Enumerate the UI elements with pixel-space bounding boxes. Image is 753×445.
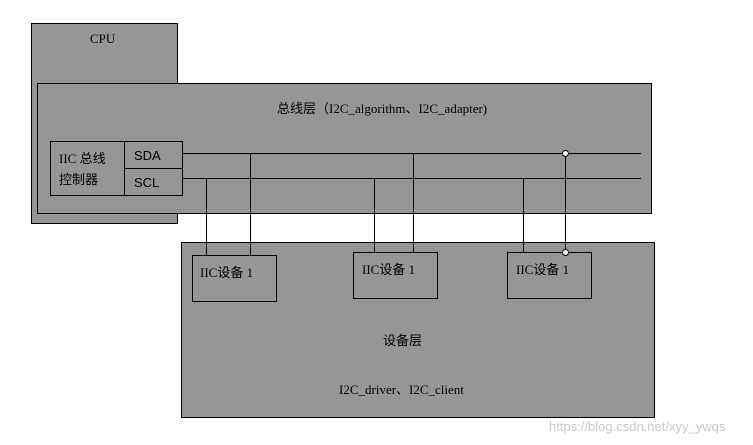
watermark: https://blog.csdn.net/xyy_ywqs <box>549 419 726 434</box>
iic-device-2-label: IIC设备 1 <box>362 262 416 277</box>
device-layer-title: 设备层 <box>383 333 423 348</box>
device-layer-box <box>181 242 655 418</box>
iic-device-2-box <box>353 252 438 299</box>
iic-device-1-box <box>192 255 277 302</box>
bus-layer-label: 总线层（I2C_algorithm、I2C_adapter) <box>277 101 488 116</box>
cpu-label: CPU <box>90 31 116 46</box>
device3-junction-dot <box>562 249 569 256</box>
scl-label: SCL <box>134 175 160 190</box>
bus-layer-box <box>37 83 652 214</box>
iic-device-3-box <box>507 252 592 299</box>
device-layer-subtitle: I2C_driver、I2C_client <box>339 382 464 397</box>
iic-device-3-label: IIC设备 1 <box>516 262 570 277</box>
iic-device-1-label: IIC设备 1 <box>200 265 254 280</box>
iic-controller-label-line2: 控制器 <box>59 172 99 187</box>
sda-junction-dot <box>562 150 569 157</box>
sda-label: SDA <box>134 148 161 163</box>
scl-pin-box <box>124 168 183 196</box>
iic-controller-label-line1: IIC 总线 <box>59 151 106 166</box>
